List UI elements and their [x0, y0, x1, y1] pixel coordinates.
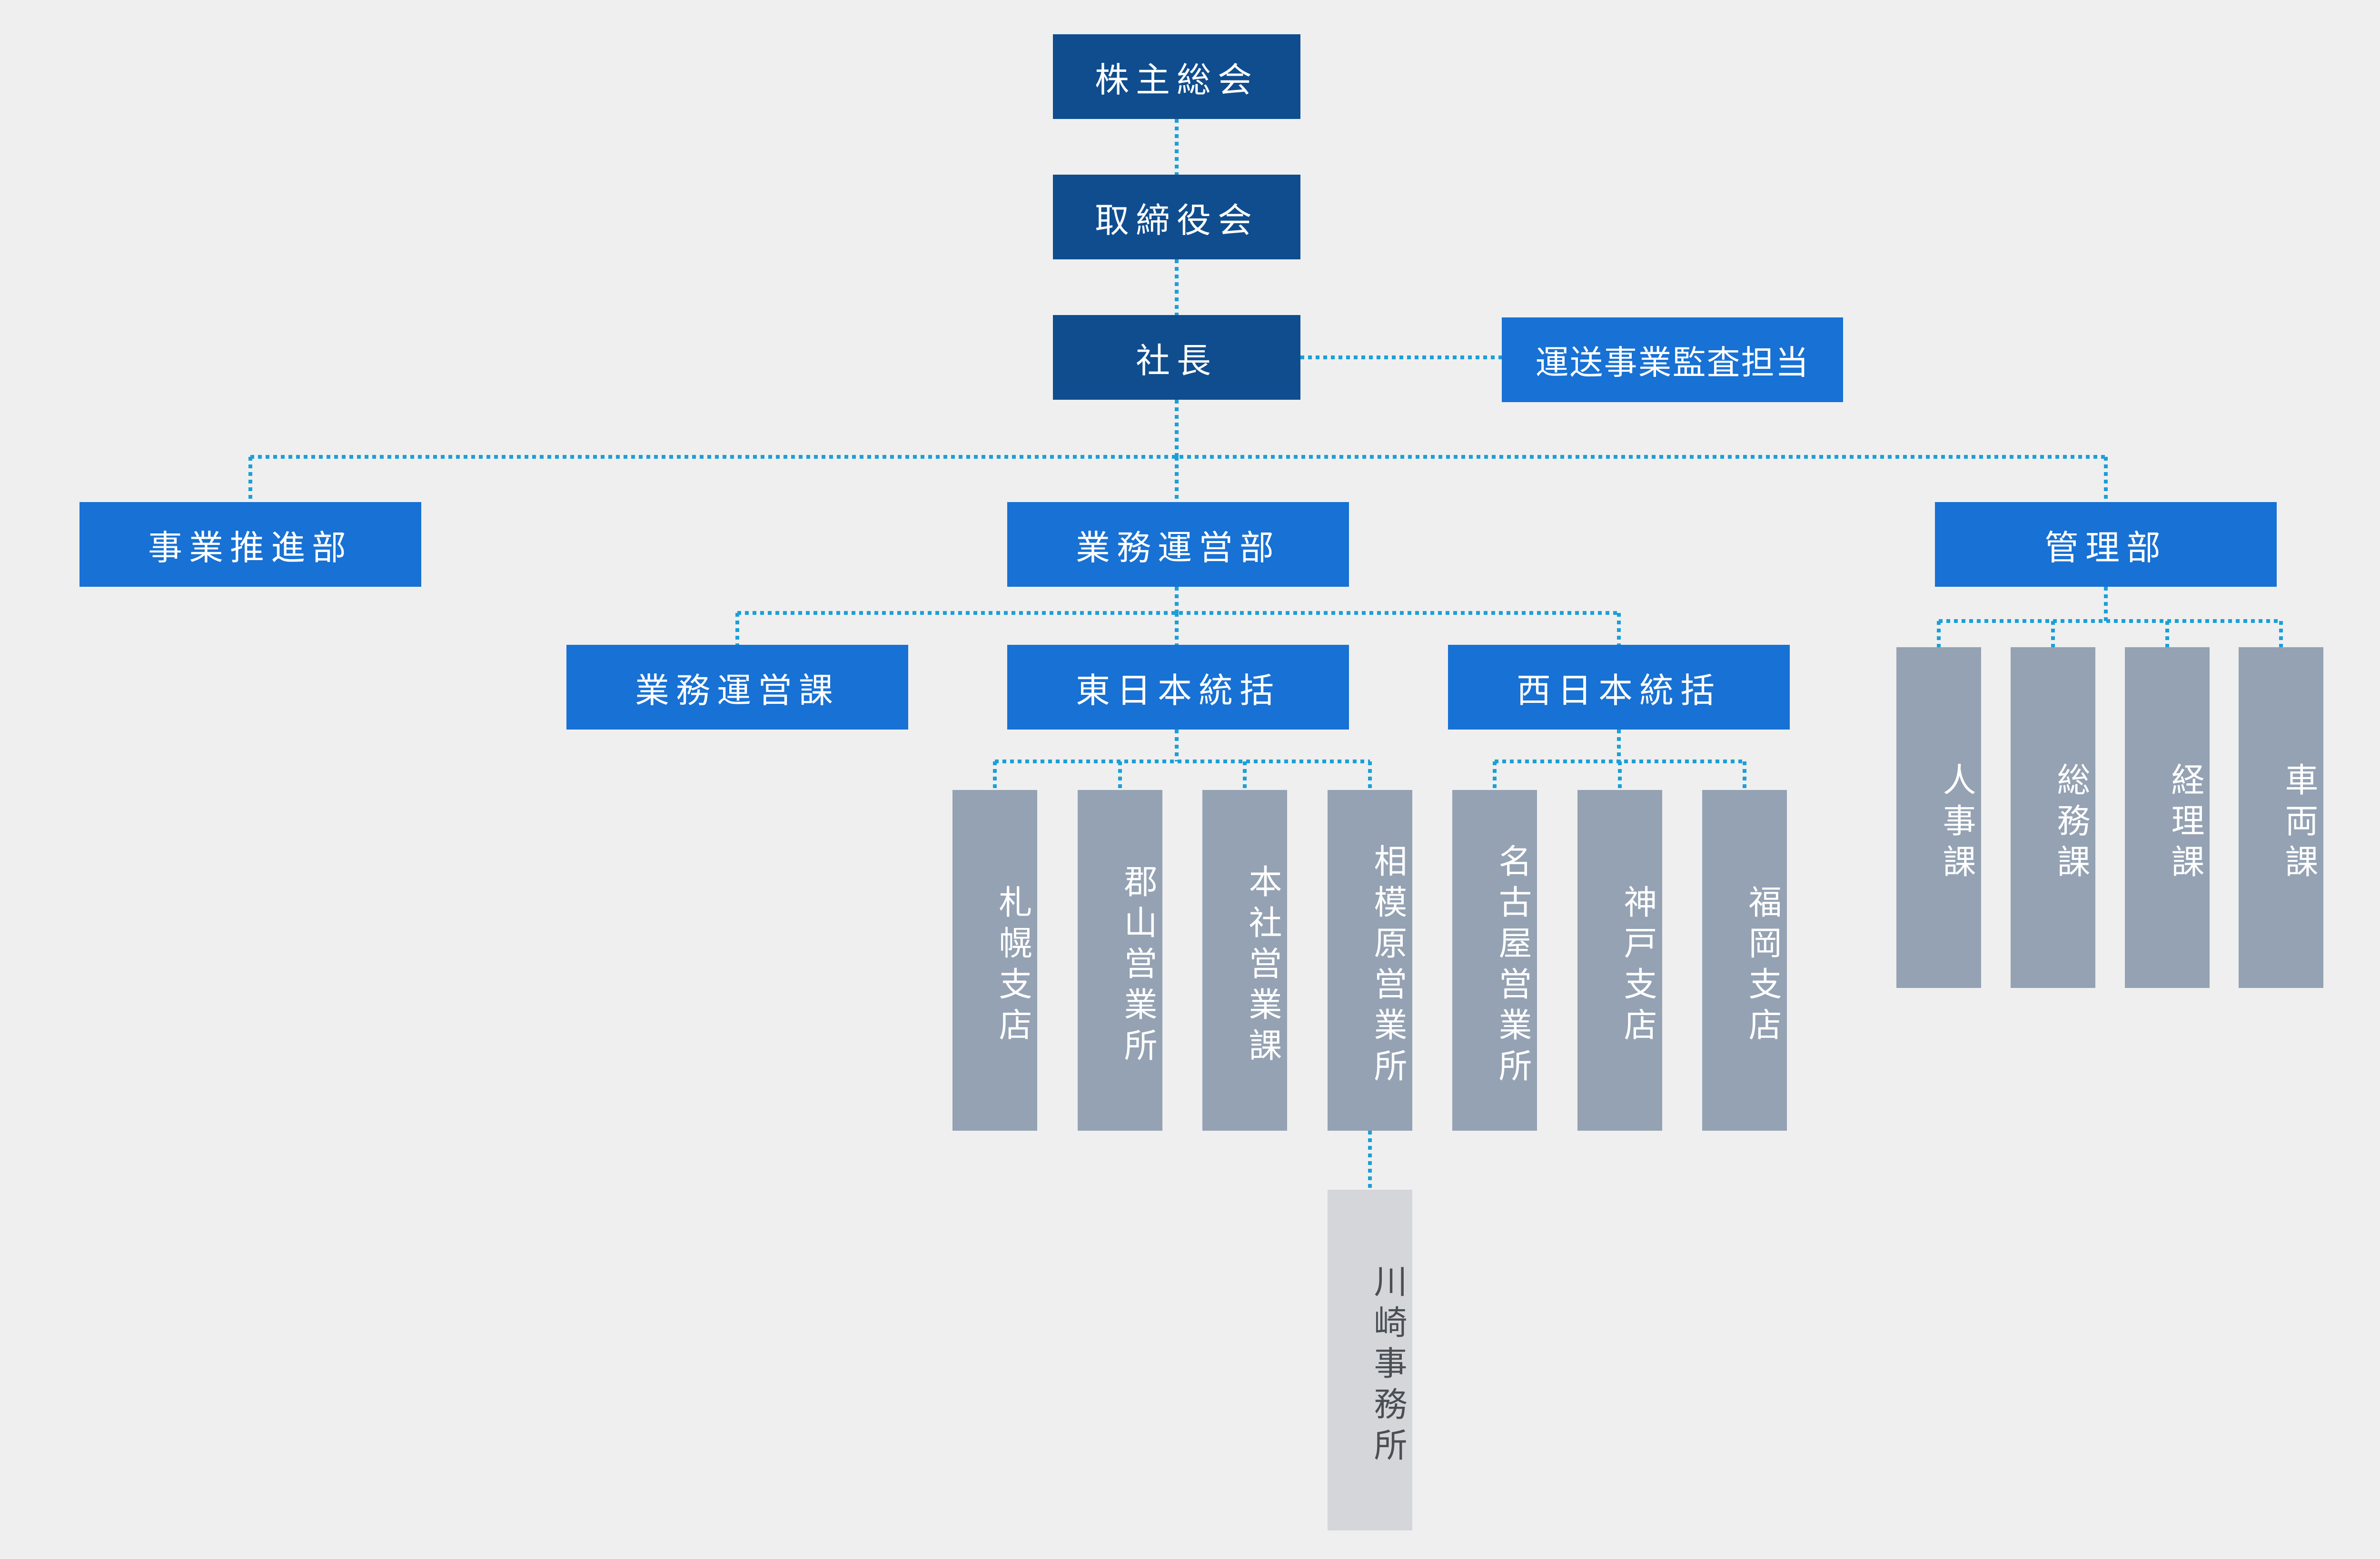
node-east-japan: 東日本統括 [1007, 645, 1349, 730]
node-president: 社長 [1053, 315, 1300, 400]
node-sapporo: 札幌支店 [952, 790, 1037, 1131]
node-vehicles: 車両課 [2239, 647, 2323, 988]
node-operations-section: 業務運営課 [566, 645, 908, 730]
node-sagamihara: 相模原営業所 [1328, 790, 1412, 1131]
node-west-japan: 西日本統括 [1448, 645, 1790, 730]
node-koriyama: 郡山営業所 [1078, 790, 1162, 1131]
node-hr: 人事課 [1896, 647, 1981, 988]
node-kobe: 神戸支店 [1577, 790, 1662, 1131]
node-board: 取締役会 [1053, 175, 1300, 259]
node-audit: 運送事業監査担当 [1502, 317, 1843, 402]
node-nagoya: 名古屋営業所 [1452, 790, 1537, 1131]
node-general-affairs: 総務課 [2011, 647, 2095, 988]
node-operations: 業務運営部 [1007, 502, 1349, 587]
node-fukuoka: 福岡支店 [1702, 790, 1787, 1131]
node-administration: 管理部 [1935, 502, 2277, 587]
node-kawasaki: 川崎事務所 [1328, 1190, 1412, 1530]
node-business-promotion: 事業推進部 [79, 502, 421, 587]
node-head-office: 本社営業課 [1202, 790, 1287, 1131]
node-shareholders: 株主総会 [1053, 34, 1300, 119]
node-accounting: 経理課 [2125, 647, 2210, 988]
